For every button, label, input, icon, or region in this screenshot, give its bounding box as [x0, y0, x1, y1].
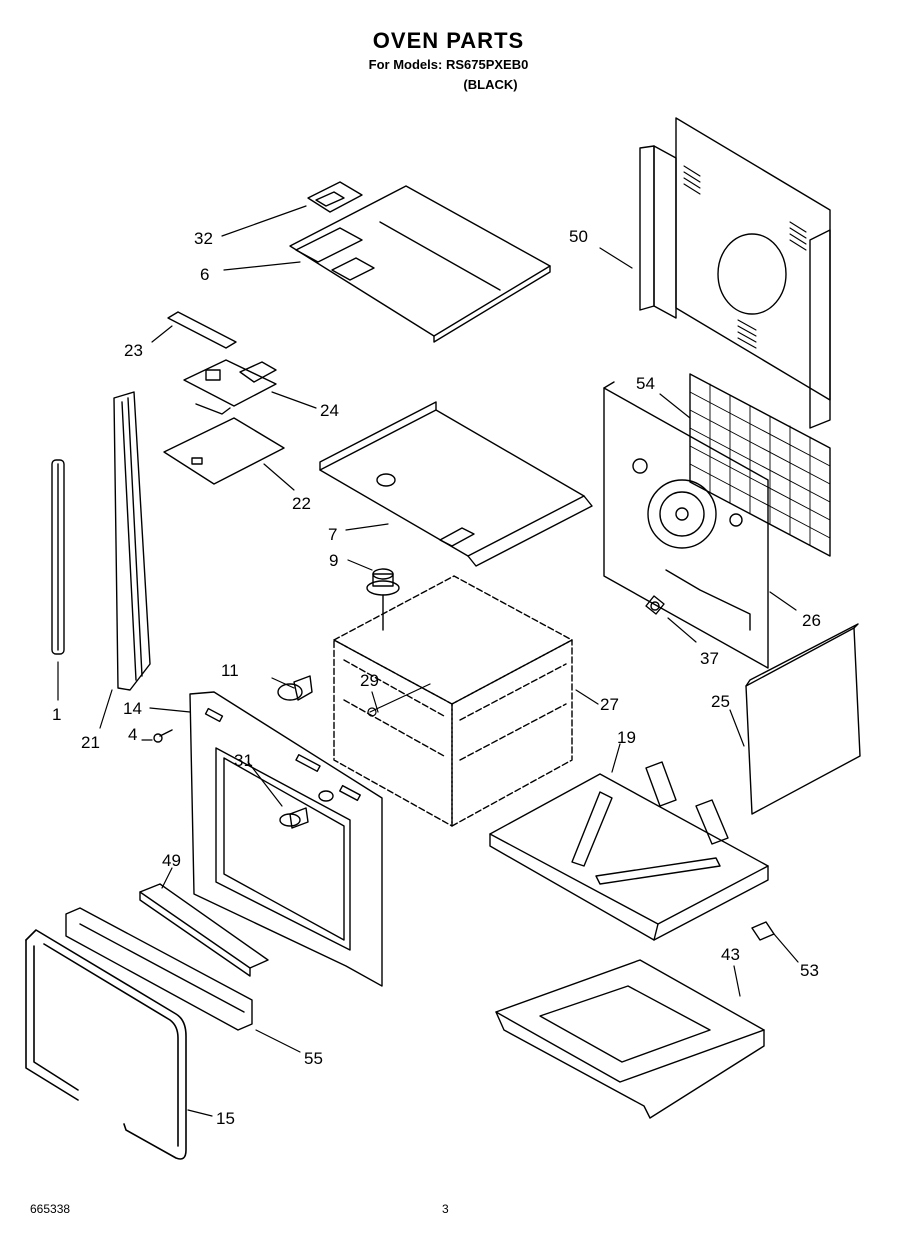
callout-22: 22: [292, 494, 311, 513]
part-1-trim: [51, 459, 65, 655]
footer-document-code: 665338: [30, 1202, 71, 1216]
callout-55: 55: [304, 1049, 323, 1068]
callout-21: 21: [81, 733, 100, 752]
part-49-strip: [139, 883, 269, 977]
part-11-connector: [277, 675, 313, 701]
callout-32: 32: [194, 229, 213, 248]
callout-9: 9: [329, 551, 339, 570]
part-31-switch: [279, 790, 334, 829]
part-37-fan-blade: [645, 595, 665, 615]
color-variant: (BLACK): [463, 77, 518, 92]
part-14-front-frame: [189, 691, 383, 987]
part-25-side-panel: [745, 623, 861, 815]
callout-37: 37: [700, 649, 719, 668]
callout-53: 53: [800, 961, 819, 980]
callout-23: 23: [124, 341, 143, 360]
callout-19: 19: [617, 728, 636, 747]
part-7-top-baffle: [319, 401, 593, 567]
part-22-plate: [163, 417, 285, 485]
callout-25: 25: [711, 692, 730, 711]
callout-11: 11: [221, 661, 239, 680]
part-24-bracket: [183, 359, 277, 415]
part-29-element: [367, 683, 431, 717]
part-27-oven-cavity: [333, 575, 573, 827]
callout-7: 7: [328, 525, 338, 544]
callout-26: 26: [802, 611, 821, 630]
callout-24: 24: [320, 401, 339, 420]
callout-14: 14: [123, 699, 142, 718]
footer-page-number: 3: [442, 1202, 449, 1216]
part-4-screw: [153, 729, 173, 743]
callout-49: 49: [162, 851, 181, 870]
part-55-vent-trim: [65, 907, 253, 1031]
part-43-bottom-tray: [495, 959, 765, 1119]
callout-31: 31: [234, 751, 253, 770]
part-21-side-trim: [113, 391, 151, 691]
callout-29: 29: [360, 671, 379, 690]
part-32-bracket: [307, 181, 363, 213]
callout-43: 43: [721, 945, 740, 964]
page-title: OVEN PARTS: [372, 28, 525, 53]
part-50-rear-panel: [639, 117, 831, 429]
model-subtitle: For Models: RS675PXEB0: [368, 57, 529, 72]
part-53-clip: [751, 921, 775, 941]
part-6-top-panel: [289, 185, 551, 343]
callout-50: 50: [569, 227, 588, 246]
callout-1: 1: [52, 705, 62, 724]
part-23-bar: [167, 311, 237, 349]
callout-15: 15: [216, 1109, 235, 1128]
callout-6: 6: [200, 265, 210, 284]
part-15-door-gasket: [25, 929, 187, 1160]
part-9-switch: [366, 568, 400, 631]
callout-4: 4: [128, 725, 138, 744]
leader-lines: [57, 205, 799, 1117]
part-26-fan-bracket: [603, 381, 769, 669]
part-19-bottom-panel: [489, 761, 769, 941]
callout-54: 54: [636, 374, 655, 393]
callout-27: 27: [600, 695, 619, 714]
part-54-mesh: [689, 373, 831, 557]
